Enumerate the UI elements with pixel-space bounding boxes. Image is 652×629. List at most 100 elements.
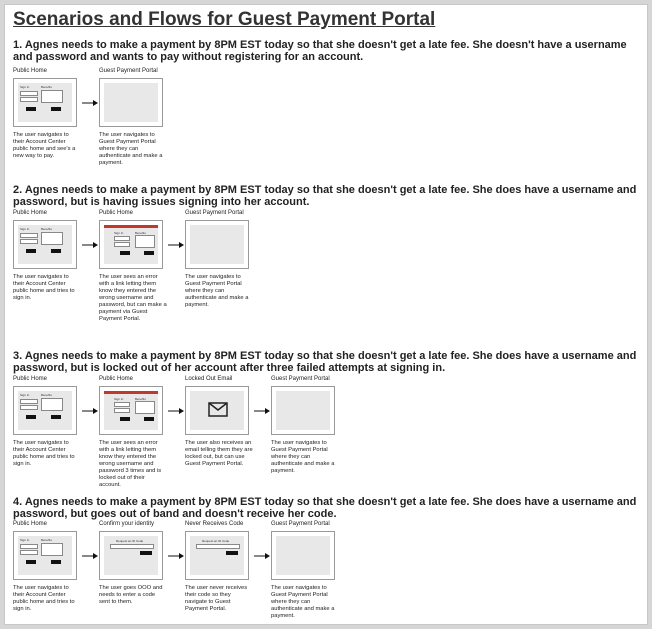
sign-in-label: Sign In — [114, 397, 124, 401]
scenario-3-step-1-caption: The user navigates to their Account Cent… — [13, 440, 75, 467]
flow-arrow — [82, 100, 98, 106]
page-title: Scenarios and Flows for Guest Payment Po… — [13, 9, 436, 30]
scenario-4-step-1-caption: The user navigates to their Account Cent… — [13, 585, 75, 612]
flow-arrow — [82, 242, 98, 248]
benefits-box — [41, 398, 63, 411]
request-code-label: Request an ID Code — [116, 539, 144, 543]
code-input — [110, 544, 154, 549]
benefits-box — [41, 232, 63, 245]
sign-in-button — [26, 415, 36, 419]
scenario-1-step-1-label: Public Home — [13, 68, 48, 74]
submit-button — [140, 551, 152, 555]
scenario-1-step-1-caption: The user navigates to their Account Cent… — [13, 132, 76, 159]
sign-in-button — [26, 249, 36, 253]
scenario-2-step-1-thumbnail: Sign In Benefits — [13, 220, 77, 269]
username-field — [20, 544, 38, 549]
request-code-label: Request an ID Code — [202, 539, 230, 543]
pay-button — [51, 107, 61, 111]
scenario-4-step-4-caption: The user navigates to Guest Payment Port… — [271, 585, 335, 619]
benefits-box — [41, 90, 63, 103]
scenario-4-step-1-label: Public Home — [13, 521, 48, 527]
code-input — [196, 544, 240, 549]
scenario-2-step-2-thumbnail: Sign In Benefits — [99, 220, 163, 269]
benefits-label: Benefits — [41, 85, 52, 89]
sign-in-label: Sign In — [20, 85, 30, 89]
flow-arrow — [254, 553, 270, 559]
benefits-box — [135, 401, 155, 414]
benefits-label: Benefits — [135, 231, 146, 235]
flow-arrow — [168, 408, 184, 414]
password-field — [114, 242, 130, 247]
scenario-2-step-3-caption: The user navigates to Guest Payment Port… — [185, 274, 249, 308]
scenario-2-step-2-caption: The user sees an error with a link letti… — [99, 274, 167, 322]
scenario-1-heading: 1. Agnes needs to make a payment by 8PM … — [13, 39, 627, 63]
scenario-3-step-1-thumbnail: Sign In Benefits — [13, 386, 77, 435]
sign-in-label: Sign In — [20, 393, 30, 397]
scenario-4-step-4-label: Guest Payment Portal — [271, 521, 330, 527]
benefits-label: Benefits — [41, 538, 52, 542]
scenario-3-step-1-label: Public Home — [13, 376, 48, 382]
scenario-1-step-2-thumbnail — [99, 78, 163, 127]
username-field — [114, 402, 130, 407]
flow-arrow — [82, 408, 98, 414]
scenario-2-heading: 2. Agnes needs to make a payment by 8PM … — [13, 184, 637, 208]
pay-button — [144, 251, 154, 255]
scenario-4-step-3-label: Never Receives Code — [185, 521, 244, 527]
submit-button — [226, 551, 238, 555]
scenario-1-step-1-thumbnail: Sign In Benefits — [13, 78, 77, 127]
benefits-label: Benefits — [135, 397, 146, 401]
scenario-1-step-2-label: Guest Payment Portal — [99, 68, 158, 74]
pay-button — [144, 417, 154, 421]
scenario-3-step-2-caption: The user sees an error with a link letti… — [99, 440, 162, 488]
scenario-3-step-3-label: Locked Out Email — [185, 376, 233, 382]
error-banner — [104, 391, 158, 394]
envelope-icon — [208, 402, 228, 417]
scenario-4-step-2-caption: The user goes OOO and needs to enter a c… — [99, 585, 163, 605]
pay-button — [51, 560, 61, 564]
sign-in-label: Sign In — [20, 538, 30, 542]
scenario-2-step-1-label: Public Home — [13, 210, 48, 216]
scenario-3-step-3-caption: The user also receives an email telling … — [185, 440, 253, 467]
password-field — [20, 550, 38, 555]
password-field — [20, 405, 38, 410]
scenario-2-step-2-label: Public Home — [99, 210, 134, 216]
scenario-4-heading: 4. Agnes needs to make a payment by 8PM … — [13, 496, 637, 520]
flow-arrow — [168, 242, 184, 248]
flow-arrow — [254, 408, 270, 414]
flow-arrow — [82, 553, 98, 559]
scenario-2-step-3-thumbnail — [185, 220, 249, 269]
benefits-label: Benefits — [41, 227, 52, 231]
password-field — [114, 408, 130, 413]
sign-in-button — [120, 251, 130, 255]
pay-button — [51, 415, 61, 419]
scenario-4-step-2-label: Confirm your identity — [99, 521, 155, 527]
scenario-4-step-2-thumbnail: Request an ID Code — [99, 531, 163, 580]
sign-in-label: Sign In — [20, 227, 30, 231]
scenario-3-heading: 3. Agnes needs to make a payment by 8PM … — [13, 350, 637, 374]
scenario-3-step-2-thumbnail: Sign In Benefits — [99, 386, 163, 435]
sign-in-button — [26, 560, 36, 564]
document-page: Scenarios and Flows for Guest Payment Po… — [4, 4, 648, 625]
flow-arrow — [168, 553, 184, 559]
scenario-3-step-3-thumbnail — [185, 386, 249, 435]
username-field — [20, 91, 38, 96]
scenario-4-step-4-thumbnail — [271, 531, 335, 580]
scenario-2-step-3-label: Guest Payment Portal — [185, 210, 244, 216]
scenario-3-step-4-thumbnail — [271, 386, 335, 435]
scenario-2-step-1-caption: The user navigates to their Account Cent… — [13, 274, 75, 301]
benefits-box — [135, 235, 155, 248]
username-field — [20, 233, 38, 238]
sign-in-button — [120, 417, 130, 421]
username-field — [114, 236, 130, 241]
scenario-4-step-1-thumbnail: Sign In Benefits — [13, 531, 77, 580]
password-field — [20, 239, 38, 244]
username-field — [20, 399, 38, 404]
pay-button — [51, 249, 61, 253]
sign-in-label: Sign In — [114, 231, 124, 235]
sign-in-button — [26, 107, 36, 111]
scenario-1-step-2-caption: The user navigates to Guest Payment Port… — [99, 132, 163, 166]
error-banner — [104, 225, 158, 228]
benefits-label: Benefits — [41, 393, 52, 397]
scenario-3-step-2-label: Public Home — [99, 376, 134, 382]
password-field — [20, 97, 38, 102]
